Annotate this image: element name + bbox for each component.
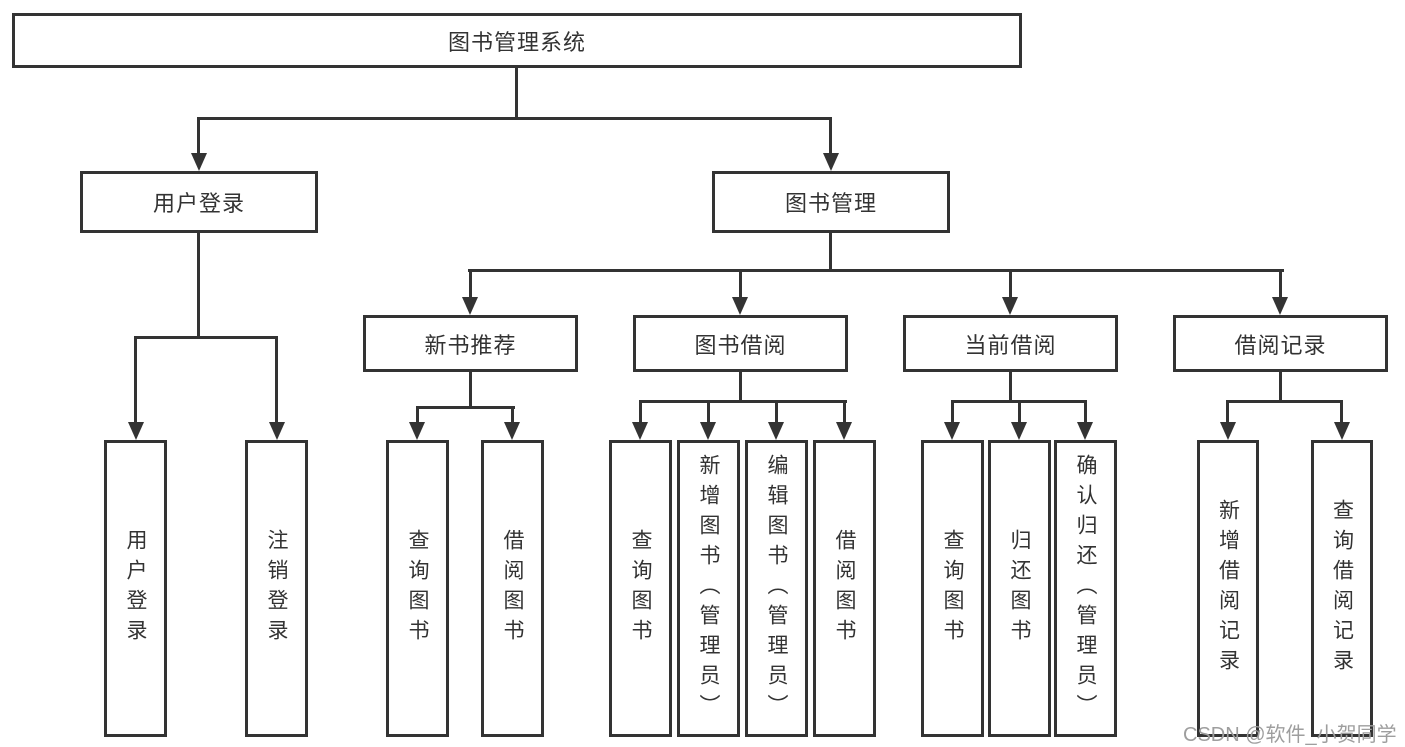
connector-vline [707, 402, 710, 424]
arrowhead-down-icon [768, 422, 784, 440]
node-label: 新书推荐 [424, 332, 517, 358]
connector-hline [468, 269, 1284, 272]
connector-vline [134, 338, 137, 424]
arrowhead-down-icon [1334, 422, 1350, 440]
leaf-logout: 注销登录 [245, 440, 308, 737]
node-new-book-recommend: 新书推荐 [363, 315, 578, 372]
connector-vline [775, 402, 778, 424]
connector-vline [951, 402, 954, 424]
node-label: 借阅图书 [501, 528, 524, 649]
arrowhead-down-icon [732, 297, 748, 315]
node-label: 新增借阅记录 [1216, 498, 1240, 679]
node-label: 查询图书 [941, 528, 964, 649]
arrowhead-down-icon [128, 422, 144, 440]
node-label: 用户登录 [152, 191, 245, 216]
node-label: 借阅记录 [1234, 332, 1327, 358]
connector-vline [1084, 402, 1087, 424]
arrowhead-down-icon [462, 297, 478, 315]
arrowhead-down-icon [1272, 297, 1288, 315]
arrowhead-down-icon [823, 153, 839, 171]
node-book-borrow: 图书借阅 [633, 315, 848, 372]
leaf-user-login: 用户登录 [104, 440, 167, 737]
node-label: 新增图书（管理员） [697, 453, 720, 724]
connector-vline [515, 66, 518, 120]
leaf-add-borrow-record: 新增借阅记录 [1197, 440, 1259, 737]
connector-vline [416, 408, 419, 424]
node-label: 图书借阅 [694, 332, 787, 358]
arrowhead-down-icon [944, 422, 960, 440]
connector-hline [951, 400, 1087, 403]
connector-vline [829, 119, 832, 155]
connector-vline [639, 402, 642, 424]
connector-vline [197, 231, 200, 338]
connector-vline [1009, 370, 1012, 402]
connector-vline [829, 231, 832, 271]
connector-hline [416, 406, 515, 409]
leaf-query-borrow-record: 查询借阅记录 [1311, 440, 1373, 737]
arrowhead-down-icon [632, 422, 648, 440]
node-book-management: 图书管理 [712, 171, 950, 233]
leaf-query-books-3: 查询图书 [921, 440, 984, 737]
csdn-watermark: CSDN @软件_小贺同学 [1183, 724, 1397, 746]
node-label: 归还图书 [1008, 528, 1031, 649]
arrowhead-down-icon [409, 422, 425, 440]
connector-hline [639, 400, 847, 403]
node-label: 当前借阅 [964, 332, 1057, 358]
leaf-borrow-books-1: 借阅图书 [481, 440, 544, 737]
connector-vline [1340, 402, 1343, 424]
leaf-edit-book-admin: 编辑图书（管理员） [745, 440, 808, 737]
node-current-borrow: 当前借阅 [903, 315, 1118, 372]
node-label: 查询图书 [629, 528, 652, 649]
arrowhead-down-icon [836, 422, 852, 440]
connector-hline [1226, 400, 1343, 403]
node-label: 图书管理 [784, 191, 877, 216]
connector-vline [1009, 271, 1012, 299]
arrowhead-down-icon [269, 422, 285, 440]
connector-vline [469, 370, 472, 408]
arrowhead-down-icon [1077, 422, 1093, 440]
connector-vline [511, 408, 514, 424]
node-label: 注销登录 [265, 528, 288, 649]
node-label: 查询图书 [406, 528, 429, 649]
connector-vline [843, 402, 846, 424]
connector-vline [1279, 370, 1282, 402]
leaf-add-book-admin: 新增图书（管理员） [677, 440, 740, 737]
node-label: 图书管理系统 [447, 29, 586, 55]
node-label: 查询借阅记录 [1330, 498, 1354, 679]
arrowhead-down-icon [1011, 422, 1027, 440]
leaf-query-books-1: 查询图书 [386, 440, 449, 737]
arrowhead-down-icon [1002, 297, 1018, 315]
connector-vline [197, 119, 200, 155]
arrowhead-down-icon [504, 422, 520, 440]
leaf-confirm-return-admin: 确认归还（管理员） [1054, 440, 1117, 737]
node-borrow-records: 借阅记录 [1173, 315, 1388, 372]
leaf-query-books-2: 查询图书 [609, 440, 672, 737]
node-user-login: 用户登录 [80, 171, 318, 233]
connector-vline [1226, 402, 1229, 424]
arrowhead-down-icon [191, 153, 207, 171]
node-label: 借阅图书 [833, 528, 856, 649]
connector-vline [739, 370, 742, 402]
connector-vline [275, 338, 278, 424]
connector-vline [1279, 271, 1282, 299]
arrowhead-down-icon [700, 422, 716, 440]
connector-hline [197, 117, 832, 120]
node-label: 用户登录 [124, 528, 147, 649]
connector-vline [469, 271, 472, 299]
leaf-borrow-books-2: 借阅图书 [813, 440, 876, 737]
node-label: 编辑图书（管理员） [765, 453, 788, 724]
arrowhead-down-icon [1220, 422, 1236, 440]
connector-vline [1018, 402, 1021, 424]
leaf-return-book: 归还图书 [988, 440, 1051, 737]
connector-vline [739, 271, 742, 299]
node-root: 图书管理系统 [12, 13, 1022, 68]
node-label: 确认归还（管理员） [1074, 453, 1097, 724]
connector-hline [134, 336, 278, 339]
